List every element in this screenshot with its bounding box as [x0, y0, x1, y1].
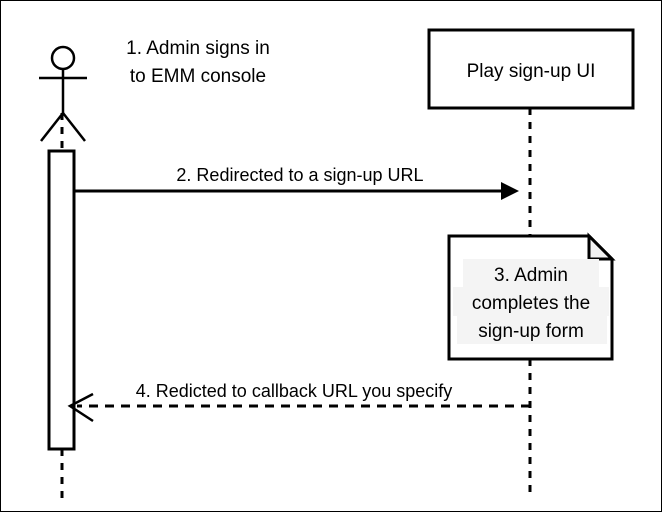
participant-label-play-ui: Play sign-up UI	[467, 61, 596, 82]
note-fold-corner-icon	[587, 232, 616, 261]
note-line-2: completes the	[472, 293, 590, 314]
arrowhead-open-step4	[67, 392, 94, 423]
actor-leg-left-icon	[40, 112, 64, 142]
activation-bar-admin	[47, 149, 76, 451]
note-line-3: sign-up form	[478, 321, 584, 342]
actor-admin[interactable]	[39, 45, 87, 142]
note-line-1: 3. Admin	[494, 265, 568, 286]
message-label-step4: 4. Redicted to callback URL you specify	[136, 381, 453, 401]
actor-leg-right-icon	[62, 112, 86, 142]
annotation-step1-line1: 1. Admin signs in	[126, 38, 270, 59]
note-text-highlight-2	[453, 287, 609, 316]
actor-head-icon	[50, 45, 76, 71]
arrowhead-filled-step2	[501, 182, 519, 200]
note-step3[interactable]	[447, 232, 616, 361]
note-text-highlight-3	[457, 315, 607, 344]
participant-box-play-ui[interactable]	[427, 28, 635, 110]
note-text-highlight-1	[463, 259, 599, 288]
annotation-step1-line2: to EMM console	[130, 66, 266, 87]
message-label-step2: 2. Redirected to a sign-up URL	[176, 165, 423, 185]
